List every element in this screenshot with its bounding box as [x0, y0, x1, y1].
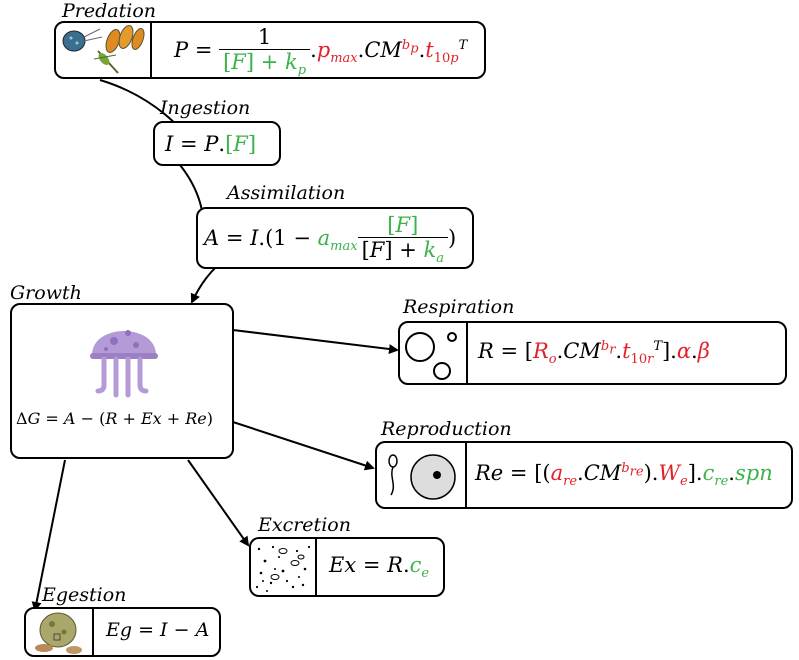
reproduction-equation: Re = [(are.CMbre).We].cre.spn: [475, 461, 773, 490]
respiration-box: R = [Ro.CMbr.t10rT].α.β: [398, 321, 787, 385]
arrow-growth-egestion: [31, 459, 66, 612]
arrow-growth-reproduction: [232, 421, 375, 471]
arrow-growth-excretion: [187, 459, 250, 547]
respiration-equation: R = [Ro.CMbr.t10rT].α.β: [478, 339, 710, 368]
growth-label: Growth: [10, 282, 82, 304]
egestion-box: Eg = I − A: [24, 607, 221, 657]
ingestion-label: Ingestion: [160, 97, 251, 119]
ingestion-box: I = P.[F]: [153, 121, 281, 166]
ingestion-equation: I = P.[F]: [165, 132, 257, 156]
excretion-box: Ex = R.ce: [249, 537, 445, 597]
plankton-prey-icon: [58, 25, 146, 77]
excretion-equation: Ex = R.ce: [329, 553, 430, 582]
respiration-label: Respiration: [403, 296, 515, 318]
fecal-pellet-icon: [28, 610, 90, 656]
predation-label: Predation: [62, 0, 156, 22]
particles-icon: [253, 541, 313, 595]
predation-equation: P = 1[F] + kp.pmax.CMbp.t10pT: [174, 25, 468, 79]
reproduction-box: Re = [(are.CMbre).We].cre.spn: [375, 441, 793, 509]
growth-box: ΔG = A − (R + Ex + Re): [10, 303, 234, 459]
excretion-label: Excretion: [258, 514, 351, 536]
growth-equation: ΔG = A − (R + Ex + Re): [16, 409, 213, 428]
egestion-label: Egestion: [42, 584, 127, 606]
egestion-equation: Eg = I − A: [106, 619, 210, 641]
assimilation-box: A = I.(1 − amax[F][F] + ka): [196, 207, 474, 269]
assimilation-label: Assimilation: [227, 182, 346, 204]
bubbles-icon: [402, 325, 466, 383]
arrow-growth-respiration: [232, 329, 399, 354]
sperm-egg-icon: [379, 445, 463, 507]
jellyfish-icon: [84, 313, 164, 403]
predation-box: P = 1[F] + kp.pmax.CMbp.t10pT: [54, 21, 486, 79]
reproduction-label: Reproduction: [381, 418, 512, 440]
assimilation-equation: A = I.(1 − amax[F][F] + ka): [204, 213, 457, 267]
